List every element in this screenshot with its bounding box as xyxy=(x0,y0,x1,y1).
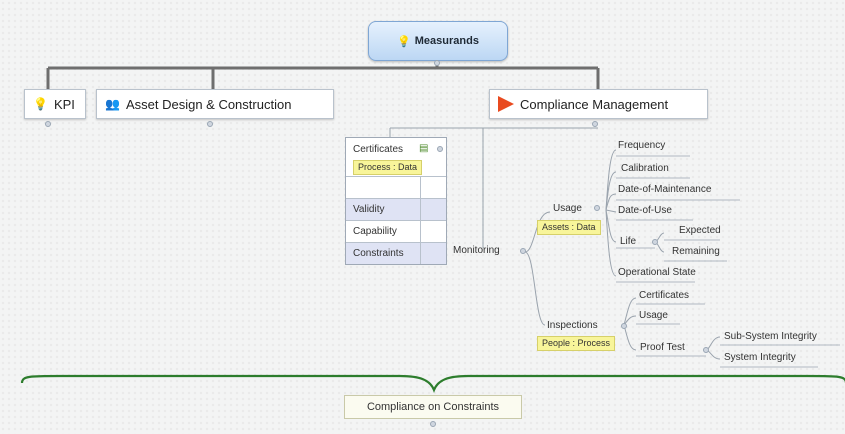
certificates-row-validity: Validity xyxy=(346,198,446,220)
usage-child-operational-state[interactable]: Operational State xyxy=(618,267,696,278)
topic-inspections[interactable]: Inspections xyxy=(547,320,598,331)
usage-child-frequency[interactable]: Frequency xyxy=(618,140,666,151)
kpi-expand-handle[interactable] xyxy=(45,121,51,127)
topic-usage[interactable]: Usage xyxy=(553,203,582,214)
topic-kpi-label: KPI xyxy=(53,96,75,112)
red-flag-icon xyxy=(498,96,514,112)
usage-child-date-of-use[interactable]: Date-of-Use xyxy=(618,205,672,216)
root-collapse-handle[interactable] xyxy=(434,60,440,66)
lightbulb-icon: 💡 xyxy=(33,97,48,111)
inspections-child-proof-test[interactable]: Proof Test xyxy=(640,342,685,353)
usage-collapse-handle[interactable] xyxy=(594,205,600,211)
usage-child-date-of-maintenance[interactable]: Date-of-Maintenance xyxy=(618,184,712,195)
inspections-child-usage[interactable]: Usage xyxy=(639,310,668,321)
summary-label: Compliance on Constraints xyxy=(366,401,500,413)
asset-expand-handle[interactable] xyxy=(207,121,213,127)
usage-child-calibration[interactable]: Calibration xyxy=(621,163,669,174)
certificates-row-empty xyxy=(346,176,446,198)
topic-compliance-management[interactable]: Compliance Management xyxy=(489,89,708,119)
usage-child-life[interactable]: Life xyxy=(620,236,637,247)
certificates-tag: Process : Data xyxy=(353,160,423,175)
certificates-row-constraints: Constraints xyxy=(346,242,446,264)
people-icon: 👥 xyxy=(105,97,120,111)
topic-kpi[interactable]: 💡 KPI xyxy=(24,89,86,119)
topic-monitoring[interactable]: Monitoring xyxy=(453,245,500,256)
summary-brace xyxy=(20,374,845,393)
usage-tag: Assets : Data xyxy=(537,220,601,235)
inspections-collapse-handle[interactable] xyxy=(621,323,627,329)
compliance-collapse-handle[interactable] xyxy=(592,121,598,127)
certificates-header: Certificates xyxy=(353,144,404,155)
life-child-remaining[interactable]: Remaining xyxy=(672,246,720,257)
topic-asset-design[interactable]: 👥 Asset Design & Construction xyxy=(96,89,334,119)
life-child-expected[interactable]: Expected xyxy=(679,225,721,236)
proof-test-collapse-handle[interactable] xyxy=(703,347,709,353)
life-collapse-handle[interactable] xyxy=(652,239,658,245)
certificates-table[interactable]: Certificates ▤ Process : Data Validity C… xyxy=(345,137,447,265)
proof-test-child-sub-system-integrity[interactable]: Sub-System Integrity xyxy=(724,331,817,342)
inspections-child-certificates[interactable]: Certificates xyxy=(639,290,690,301)
root-topic-label: Measurands xyxy=(414,35,479,47)
monitoring-collapse-handle[interactable] xyxy=(520,248,526,254)
topic-asset-design-label: Asset Design & Construction xyxy=(125,96,292,112)
topic-compliance-label: Compliance Management xyxy=(520,96,669,112)
summary-topic-compliance-on-constraints[interactable]: Compliance on Constraints xyxy=(344,395,522,419)
certificates-collapse-handle[interactable] xyxy=(437,146,443,152)
note-icon: ▤ xyxy=(419,143,429,154)
proof-test-child-system-integrity[interactable]: System Integrity xyxy=(724,352,796,363)
root-topic-measurands[interactable]: 💡 Measurands xyxy=(368,21,508,61)
certificates-row-capability: Capability xyxy=(346,220,446,242)
inspections-tag: People : Process xyxy=(537,336,616,351)
summary-expand-handle[interactable] xyxy=(430,421,436,427)
lightbulb-icon: 💡 xyxy=(397,35,411,48)
